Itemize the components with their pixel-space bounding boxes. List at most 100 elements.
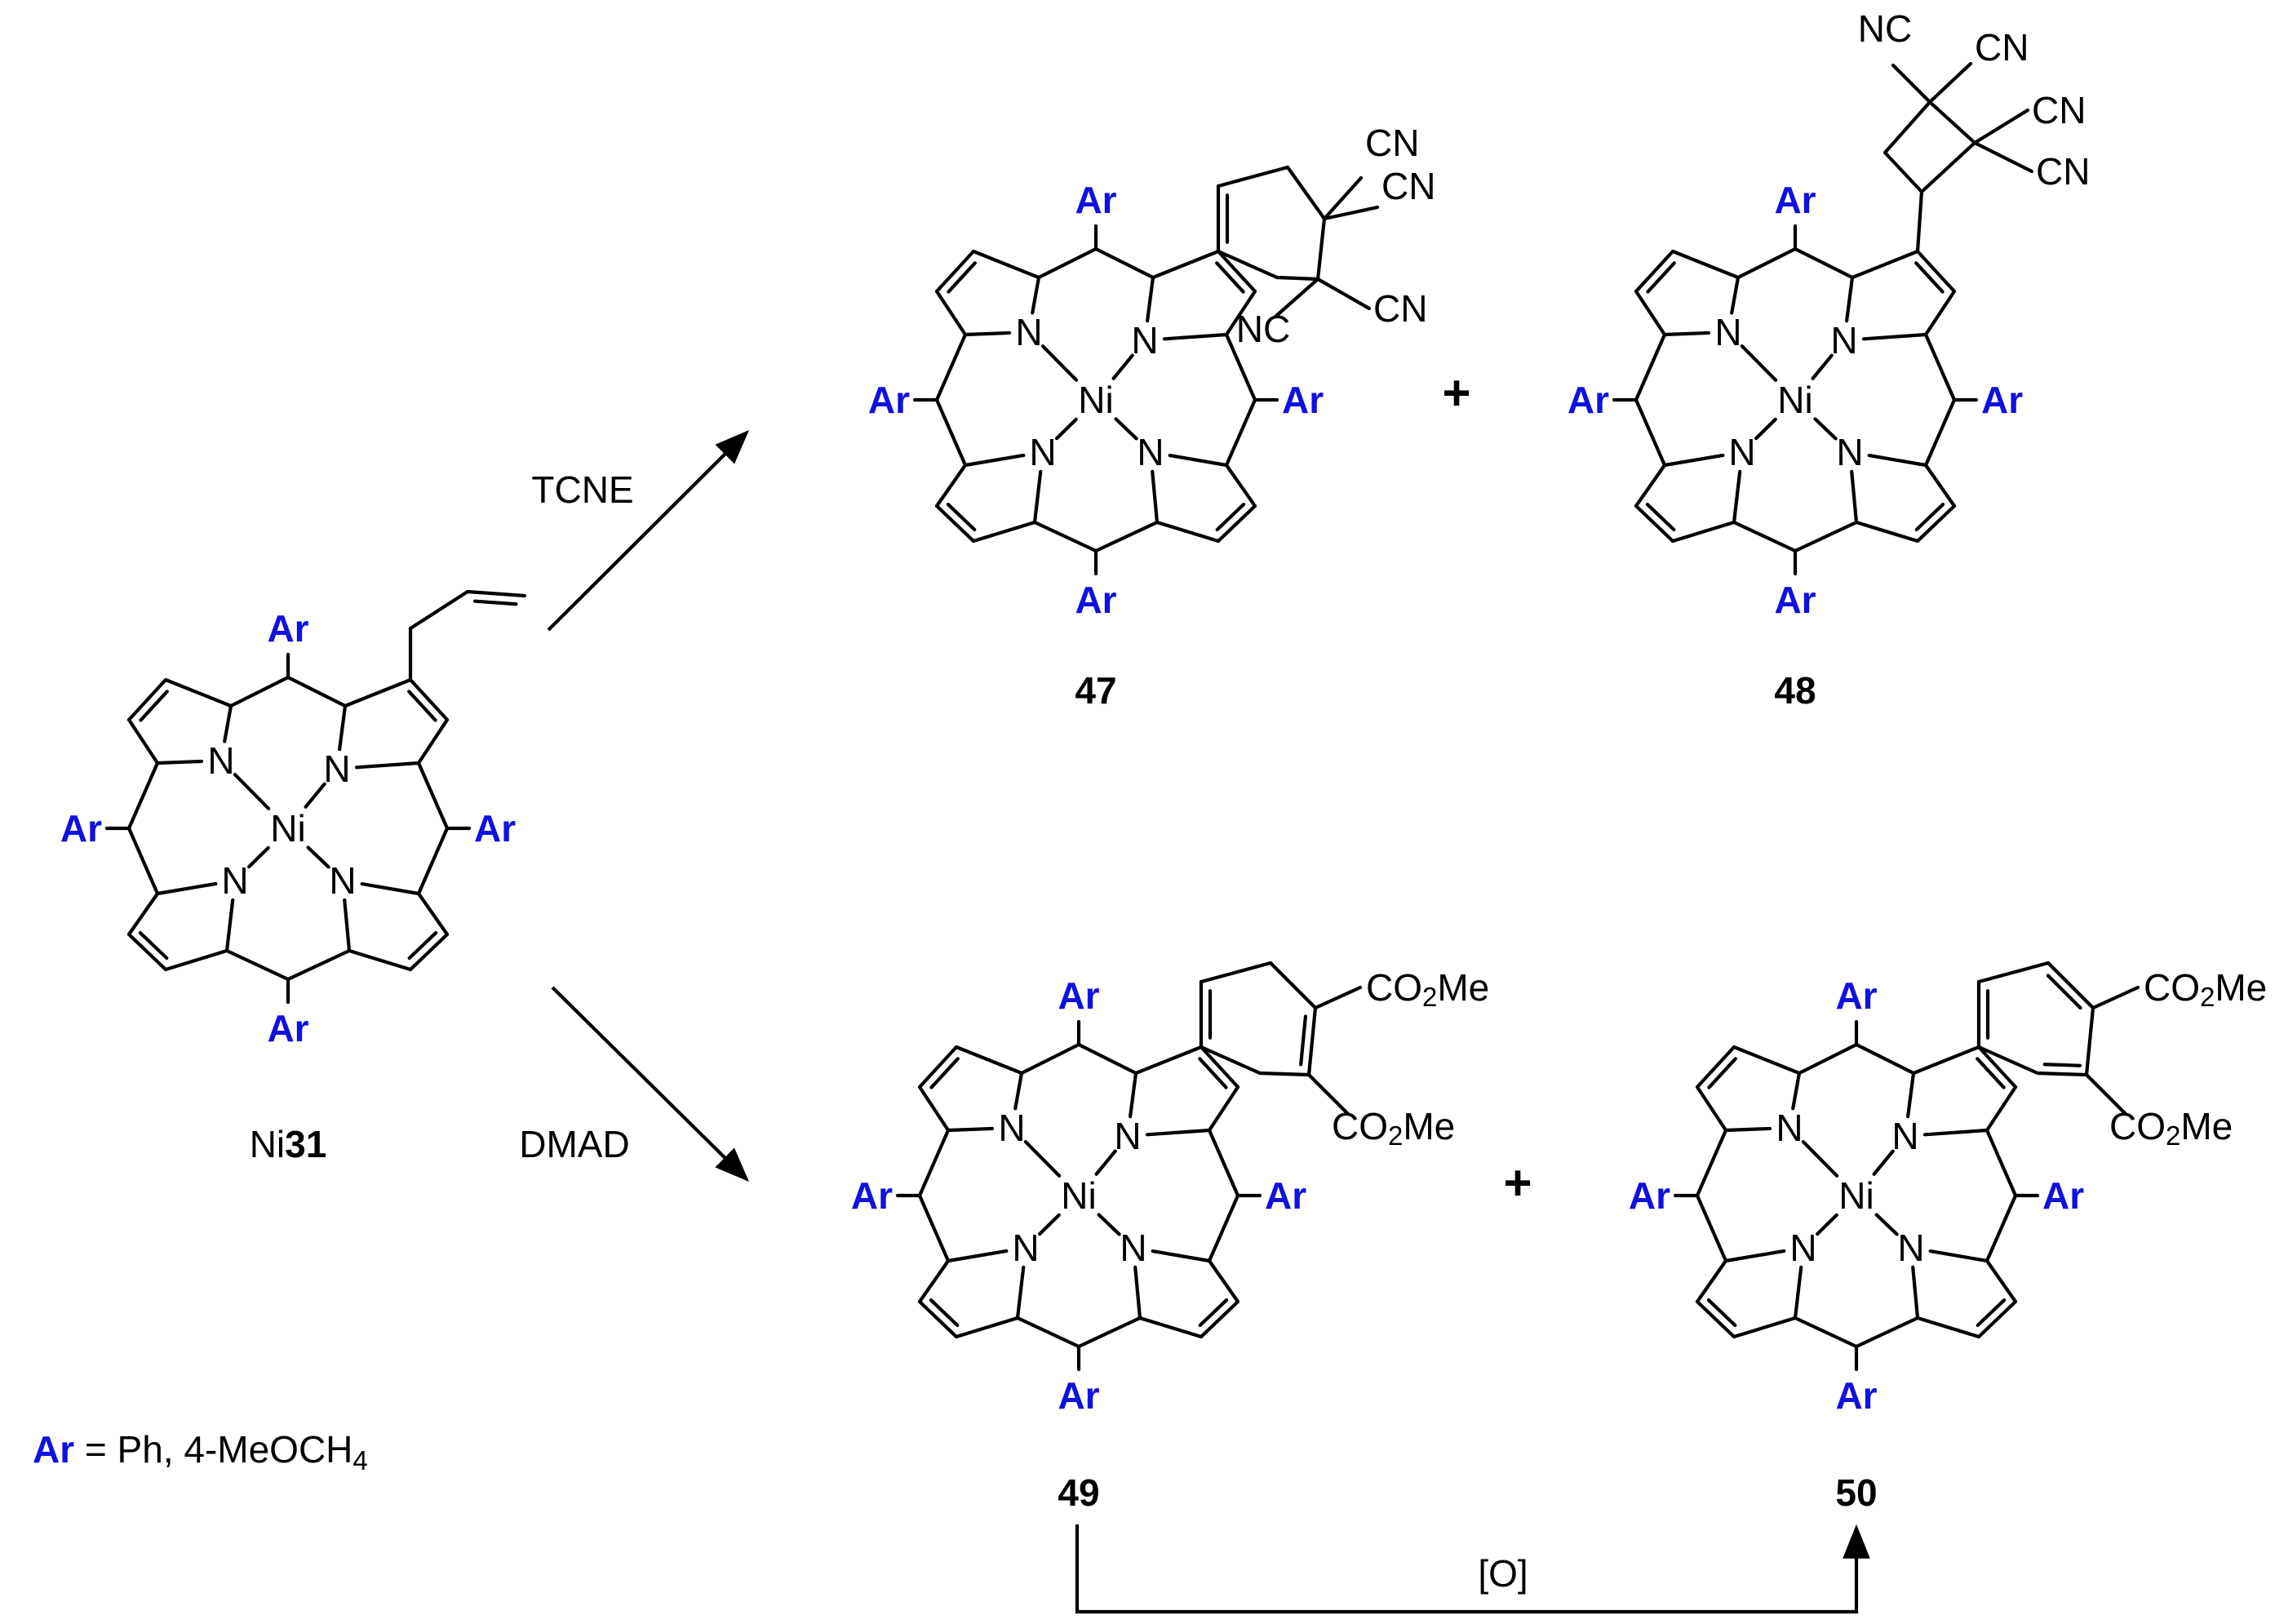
bond [934,289,968,337]
bond [126,761,160,831]
bond [917,1128,951,1198]
nickel-atom: Ni [1061,1174,1096,1217]
bond [416,761,450,831]
bond [126,717,160,765]
bond [1040,344,1079,382]
bond [343,677,413,708]
double-bond-line [1198,1298,1229,1328]
aryl-label: Ar [1568,379,1609,421]
bond [1801,1139,1839,1178]
bond [934,504,976,544]
nitrogen-atom: N [1137,431,1164,473]
bond [1670,520,1736,544]
bond [1695,1193,1728,1263]
aryl-label: Ar [60,807,102,850]
bond [1850,469,1859,525]
bond [1162,332,1229,341]
double-bond-line [2046,974,2082,1010]
bond [1151,469,1160,525]
bond [1985,1128,2018,1198]
double-bond-line [1914,502,1945,532]
plus-sign-bottom: + [1503,1156,1532,1210]
bond [917,1193,951,1263]
double-bond-line [1215,502,1246,532]
aryl-label: Ar [851,1174,893,1217]
bond [343,898,352,953]
bond [917,1085,951,1133]
bond [247,845,270,869]
bond [163,677,233,708]
aryl-label: Ar [868,379,910,421]
bond [1076,1316,1142,1349]
ester-label: CO2Me [2144,966,2267,1012]
bond [224,898,235,953]
aryl-label: Ar [1058,1374,1099,1417]
nitrogen-atom: N [1131,319,1158,362]
bond [1922,1128,1989,1137]
nitrogen-atom: N [1114,1115,1141,1157]
nitrogen-atom: N [1029,431,1056,473]
bond [126,677,168,722]
bond [946,1249,1009,1263]
nitrogen-atom: N [1714,311,1741,353]
cyano-label: NC [1858,7,1912,50]
nitrogen-atom: N [1776,1107,1803,1149]
bond [1036,246,1098,280]
double-bond-line [946,502,977,532]
cyano-label: CN [1373,287,1427,330]
bond [946,1126,995,1133]
bond [1216,249,1257,294]
nitrogen-atom: N [1891,1115,1918,1157]
bond [1695,1085,1728,1133]
bond [416,826,450,896]
bond [1151,1249,1212,1263]
bond [416,891,450,937]
bond [1111,353,1134,380]
bond [1872,1149,1895,1176]
bond [1199,1299,1240,1339]
bond [1923,463,1957,508]
aryl-label: Ar [1075,179,1116,221]
aryl-label: Ar [1835,1374,1877,1417]
bond [286,675,348,708]
double-bond-line [1914,261,1945,294]
bond [1285,165,1327,221]
bond [1031,275,1041,315]
double-bond-line [947,261,977,294]
bond [1097,1213,1121,1236]
bond [1015,1265,1026,1320]
bond [1224,463,1257,508]
bond [233,772,271,810]
bond [1793,1265,1803,1320]
nitrogen-atom: N [1897,1227,1924,1269]
bond [1793,246,1855,280]
nitrogen-atom: N [1830,319,1857,362]
bond [971,249,1041,280]
bond [1634,463,1667,508]
double-bond-line [1645,502,1676,532]
double-bond-line [1198,1057,1228,1089]
bond [1915,249,1957,294]
nitrogen-atom: N [1836,431,1863,473]
reagent-tcne: TCNE [531,468,633,511]
bond [1883,150,1924,194]
bond [1662,453,1725,468]
bond [1019,1042,1081,1076]
bond [286,948,352,982]
bond [155,759,204,765]
tcne-arrow [547,430,749,632]
bond [1145,275,1155,323]
bond [306,845,330,869]
bond [1723,1249,1786,1263]
double-bond-line [407,690,437,722]
bond [1032,520,1098,553]
bond [1322,175,1364,221]
bond [163,948,229,972]
bond [1732,1045,1802,1076]
bond [1216,504,1257,544]
bond [1322,205,1380,221]
bond [1216,249,1279,280]
bond [408,589,470,631]
